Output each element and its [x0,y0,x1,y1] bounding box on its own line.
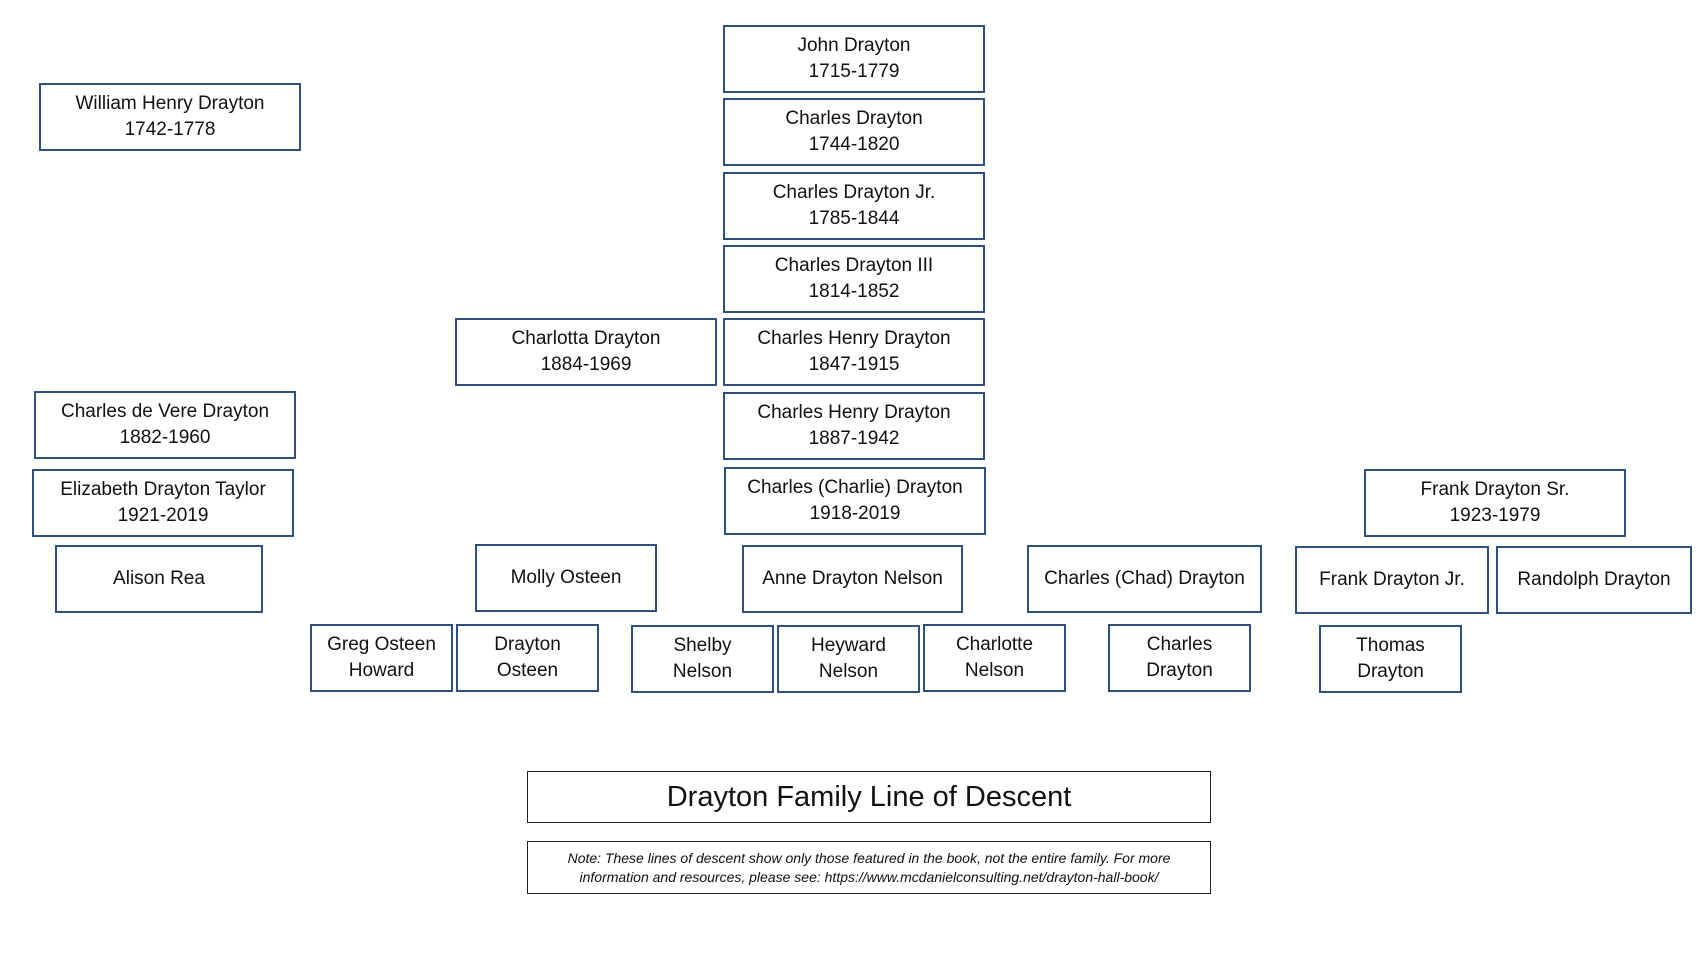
diagram-title: Drayton Family Line of Descent [527,771,1211,823]
person-box-charles-henry-drayton-1887: Charles Henry Drayton 1887-1942 [723,392,985,460]
person-name: Randolph Drayton [1517,569,1671,590]
person-name-line1: Drayton [494,634,561,655]
person-years: 1744-1820 [808,134,900,155]
person-box-william-henry-drayton: William Henry Drayton 1742-1778 [39,83,301,151]
person-box-charles-de-vere-drayton: Charles de Vere Drayton 1882-1960 [34,391,296,459]
person-name: Alison Rea [113,568,205,589]
person-years: 1785-1844 [808,208,900,229]
diagram-note: Note: These lines of descent show only t… [527,841,1211,894]
person-name: Charles de Vere Drayton [60,401,270,422]
person-name: Frank Drayton Sr. [1420,479,1570,500]
person-years: 1923-1979 [1449,505,1541,526]
note-line2: information and resources, please see: h… [579,868,1159,885]
person-box-charles-drayton: Charles Drayton 1744-1820 [723,98,985,166]
note-line1: Note: These lines of descent show only t… [567,849,1171,866]
person-name: Charles Drayton [785,108,923,129]
person-box-shelby-nelson: Shelby Nelson [631,625,774,693]
person-box-anne-drayton-nelson: Anne Drayton Nelson [742,545,963,613]
person-name-line2: Osteen [496,660,559,681]
person-box-randolph-drayton: Randolph Drayton [1496,546,1692,614]
person-box-charles-drayton-jr: Charles Drayton Jr. 1785-1844 [723,172,985,240]
person-box-molly-osteen: Molly Osteen [475,544,657,612]
person-name-line1: Thomas [1356,635,1425,656]
person-years: 1918-2019 [809,503,901,524]
person-name: William Henry Drayton [75,93,265,114]
person-name-line2: Drayton [1146,660,1213,681]
person-years: 1715-1779 [808,61,900,82]
person-name-line1: Shelby [673,635,732,656]
person-box-charlotta-drayton: Charlotta Drayton 1884-1969 [455,318,717,386]
person-box-frank-drayton-jr: Frank Drayton Jr. [1295,546,1489,614]
person-years: 1847-1915 [808,354,900,375]
person-years: 1921-2019 [117,505,209,526]
person-name: Charles (Chad) Drayton [1044,568,1245,589]
person-years: 1882-1960 [119,427,211,448]
person-years: 1814-1852 [808,281,900,302]
person-name-line2: Nelson [964,660,1025,681]
person-name-line2: Nelson [818,661,879,682]
person-name: Charles Drayton III [774,255,934,276]
person-years: 1742-1778 [124,119,216,140]
person-name: Elizabeth Drayton Taylor [60,479,266,500]
person-box-greg-osteen-howard: Greg Osteen Howard [310,624,453,692]
person-name-line2: Howard [348,660,415,681]
person-name-line2: Drayton [1357,661,1424,682]
person-name: Charles Henry Drayton [757,328,951,349]
person-years: 1887-1942 [808,428,900,449]
person-box-chad-drayton: Charles (Chad) Drayton [1027,545,1262,613]
person-box-elizabeth-drayton-taylor: Elizabeth Drayton Taylor 1921-2019 [32,469,294,537]
person-box-charlotte-nelson: Charlotte Nelson [923,624,1066,692]
person-name-line1: Charles [1146,634,1213,655]
person-box-john-drayton: John Drayton 1715-1779 [723,25,985,93]
person-box-charles-drayton-young: Charles Drayton [1108,624,1251,692]
person-name: Anne Drayton Nelson [762,568,943,589]
person-box-alison-rea: Alison Rea [55,545,263,613]
person-box-thomas-drayton: Thomas Drayton [1319,625,1462,693]
person-name: Charles Henry Drayton [757,402,951,423]
person-name-line1: Charlotte [955,634,1034,655]
person-box-drayton-osteen: Drayton Osteen [456,624,599,692]
person-box-charles-drayton-iii: Charles Drayton III 1814-1852 [723,245,985,313]
person-box-frank-drayton-sr: Frank Drayton Sr. 1923-1979 [1364,469,1626,537]
person-name: Frank Drayton Jr. [1319,569,1465,590]
person-name-line1: Greg Osteen [327,634,436,655]
person-box-charles-henry-drayton-1847: Charles Henry Drayton 1847-1915 [723,318,985,386]
person-name: John Drayton [797,35,911,56]
person-box-heyward-nelson: Heyward Nelson [777,625,920,693]
person-box-charlie-drayton: Charles (Charlie) Drayton 1918-2019 [724,467,986,535]
diagram-title-text: Drayton Family Line of Descent [666,780,1072,813]
person-years: 1884-1969 [540,354,632,375]
person-name-line2: Nelson [672,661,733,682]
person-name: Charles Drayton Jr. [772,182,936,203]
person-name: Charles (Charlie) Drayton [747,477,963,498]
person-name: Molly Osteen [510,567,622,588]
person-name-line1: Heyward [811,635,886,656]
person-name: Charlotta Drayton [511,328,661,349]
